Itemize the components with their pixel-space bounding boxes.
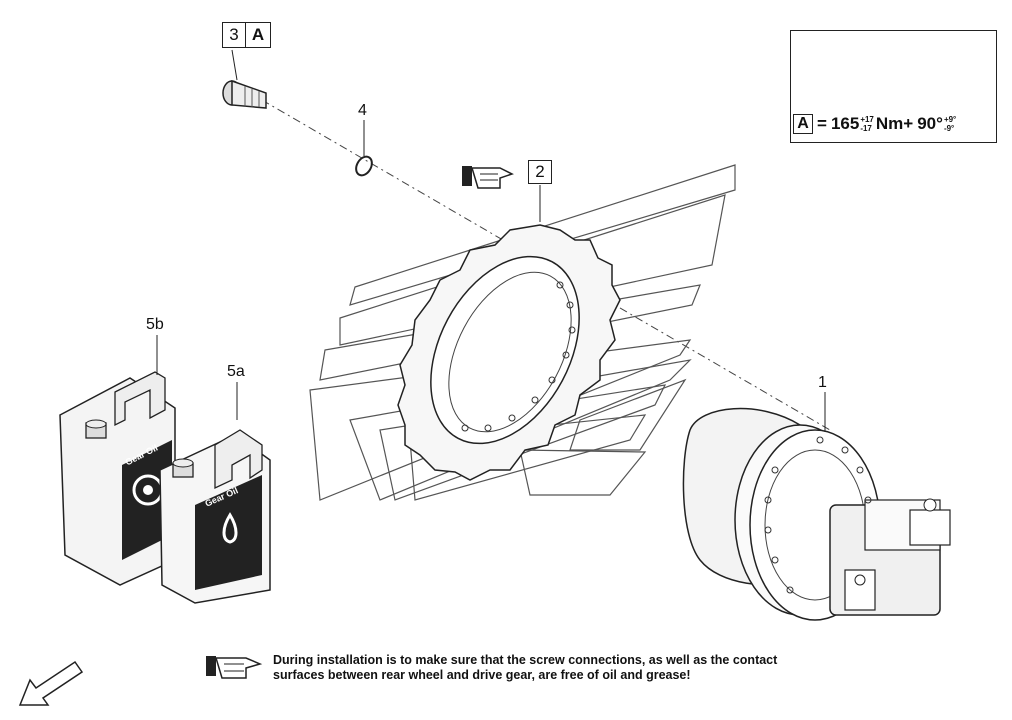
- torque-angle: 90°: [917, 114, 943, 133]
- small-oil-container: [159, 429, 271, 604]
- callout-item-5b: 5b: [146, 316, 164, 333]
- bolt-part: [222, 79, 267, 109]
- callout-item-4: 4: [358, 102, 367, 119]
- torque-angle-tolerance: +9° -9°: [944, 115, 956, 133]
- torque-spec-box: [790, 30, 997, 143]
- pointing-hand-icon: [462, 166, 514, 189]
- callout-item-2: 2: [528, 160, 552, 184]
- callout-item-1: 1: [818, 374, 827, 391]
- torque-value-tol-lower: -17: [860, 124, 872, 133]
- torque-angle-tol-lower: -9°: [943, 124, 955, 133]
- callout-item-3: 3: [222, 22, 246, 48]
- drive-motor-part: [682, 407, 951, 621]
- installation-note: During installation is to make sure that…: [273, 653, 778, 682]
- torque-equals: =: [817, 114, 827, 133]
- torque-spec: A = 165 +17 -17 Nm+ 90° +9° -9°: [793, 114, 993, 134]
- callout-item-3-letter: A: [245, 22, 271, 48]
- torque-value-tol-upper: +17: [860, 115, 874, 124]
- torque-unit: Nm+: [875, 114, 914, 133]
- large-oil-container: [59, 371, 176, 586]
- note-pointing-hand-icon: [206, 656, 263, 679]
- direction-arrow-icon: [18, 660, 84, 706]
- callout-item-5a: 5a: [227, 363, 245, 380]
- torque-angle-tol-upper: +9°: [943, 115, 957, 124]
- sprocket-part: [397, 224, 621, 481]
- torque-value: 165: [830, 114, 860, 133]
- torque-value-tolerance: +17 -17: [860, 115, 874, 133]
- torque-letter: A: [793, 114, 813, 134]
- washer-part: [355, 155, 373, 177]
